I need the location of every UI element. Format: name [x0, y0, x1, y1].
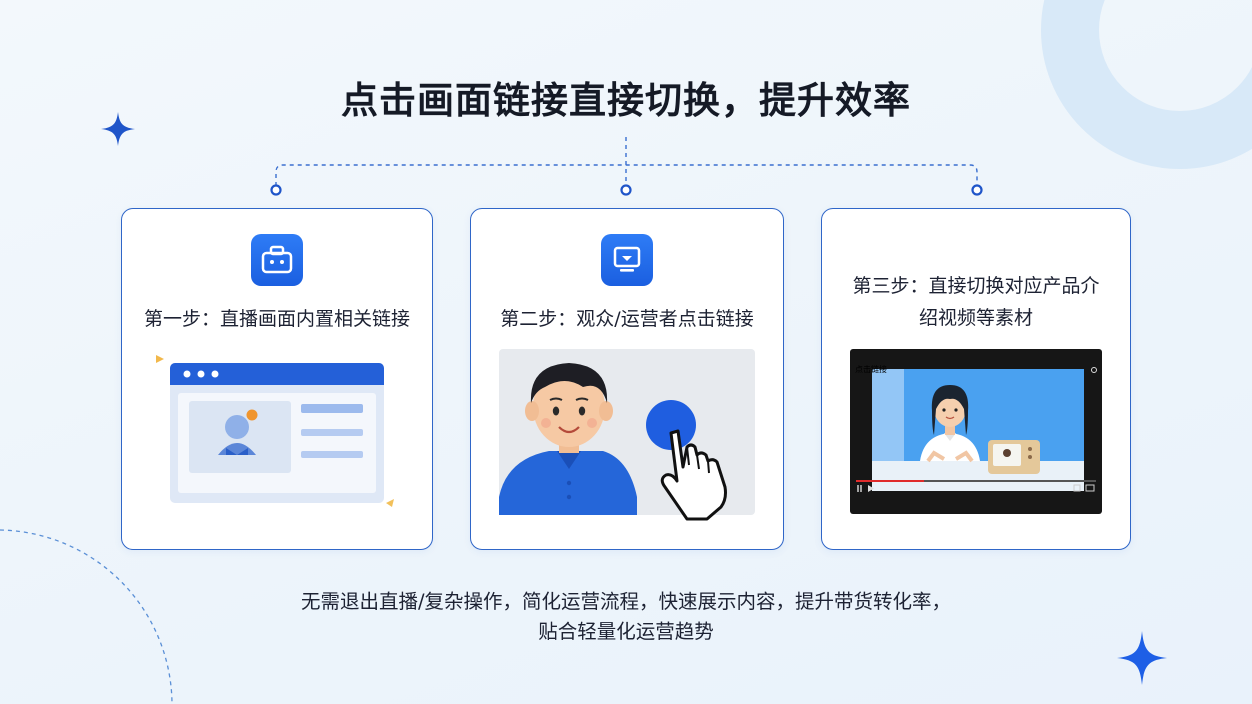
step-3-label-line2: 绍视频等素材 — [918, 307, 1033, 329]
footer-line-1: 无需退出直播/复杂操作，简化运营流程，快速展示内容，提升带货转化率， — [300, 590, 952, 613]
step-card-1: 第一步：直播画面内置相关链接 — [121, 208, 433, 550]
step-card-3: 第三步：直接切换对应产品介 绍视频等素材 点击链接 — [821, 208, 1131, 550]
footer-line-2: 贴合轻量化运营趋势 — [538, 620, 714, 643]
sparkle-icon — [1117, 631, 1167, 685]
step-2-label: 第二步：观众/运营者点击链接 — [500, 308, 754, 330]
video-player-illustration: 点击链接 — [850, 349, 1102, 514]
connector-node — [971, 184, 983, 196]
browser-window-illustration — [156, 355, 394, 507]
step-3-label-line1: 第三步：直接切换对应产品介 — [852, 275, 1100, 297]
monitor-icon — [601, 234, 653, 286]
person-clicking-illustration — [499, 349, 755, 521]
page-title: 点击画面链接直接切换，提升效率 — [341, 79, 911, 122]
video-overlay-text: 点击链接 — [855, 364, 887, 374]
step-1-label: 第一步：直播画面内置相关链接 — [143, 308, 410, 330]
connector-node — [270, 184, 282, 196]
sparkle-icon — [101, 112, 135, 146]
briefcase-icon — [251, 234, 303, 286]
connector-node — [620, 184, 632, 196]
step-card-2: 第二步：观众/运营者点击链接 — [470, 208, 784, 550]
